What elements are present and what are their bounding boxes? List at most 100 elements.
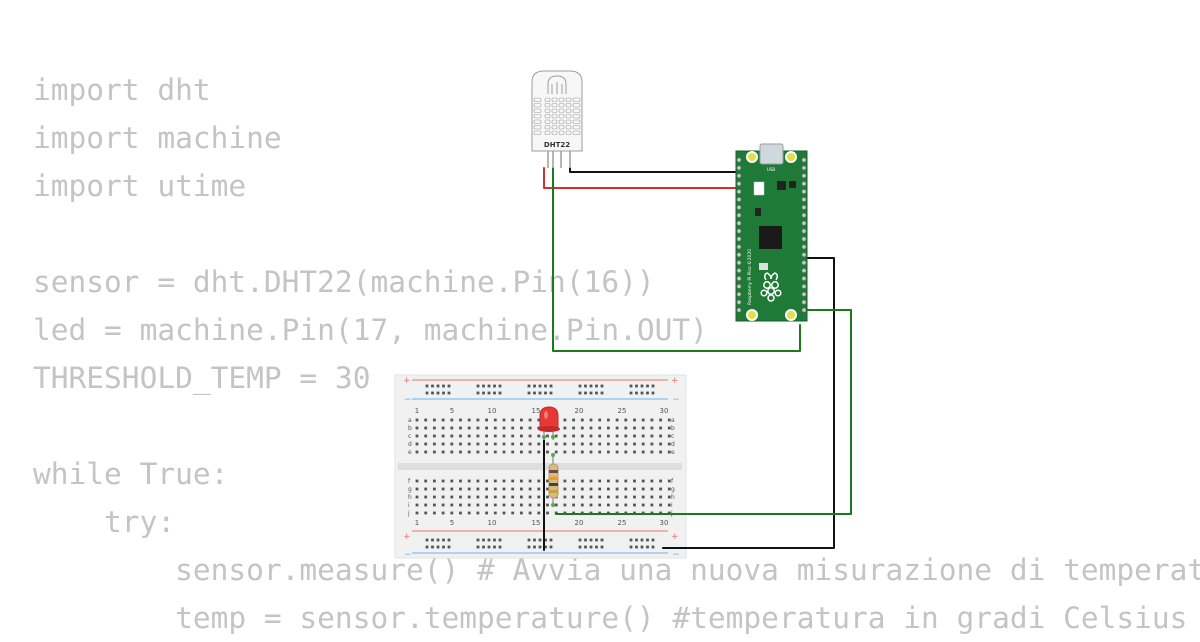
breadboard-hole[interactable]	[467, 479, 471, 483]
breadboard-hole[interactable]	[589, 391, 593, 395]
pico-pin[interactable]	[736, 220, 742, 226]
breadboard-hole[interactable]	[633, 487, 636, 491]
breadboard-hole[interactable]	[485, 426, 488, 430]
breadboard-hole[interactable]	[482, 391, 485, 395]
breadboard-hole[interactable]	[538, 545, 542, 549]
breadboard-hole[interactable]	[493, 450, 497, 454]
breadboard-hole[interactable]	[546, 442, 549, 446]
breadboard-hole[interactable]	[544, 545, 547, 549]
breadboard-hole[interactable]	[607, 495, 610, 499]
breadboard-hole[interactable]	[563, 426, 567, 430]
breadboard-hole[interactable]	[641, 503, 645, 507]
breadboard-hole[interactable]	[520, 511, 523, 515]
breadboard-hole[interactable]	[546, 434, 549, 438]
breadboard-hole[interactable]	[584, 545, 587, 549]
breadboard-hole[interactable]	[442, 384, 445, 388]
pico-pin[interactable]	[736, 197, 742, 202]
wire-gnd-breadboard-black[interactable]	[662, 257, 835, 549]
breadboard-hole[interactable]	[589, 450, 593, 454]
breadboard-hole[interactable]	[537, 487, 541, 491]
breadboard-hole[interactable]	[415, 503, 419, 507]
breadboard-hole[interactable]	[563, 495, 567, 499]
breadboard-hole[interactable]	[580, 418, 584, 422]
breadboard-hole[interactable]	[520, 450, 523, 454]
breadboard-hole[interactable]	[431, 391, 434, 395]
breadboard-hole[interactable]	[485, 503, 488, 507]
breadboard-hole[interactable]	[607, 450, 610, 454]
breadboard-hole[interactable]	[528, 479, 532, 483]
breadboard-hole[interactable]	[415, 479, 419, 483]
breadboard-hole[interactable]	[476, 495, 480, 499]
pico-pin[interactable]	[736, 189, 742, 194]
breadboard-hole[interactable]	[641, 479, 645, 483]
breadboard-hole[interactable]	[580, 503, 584, 507]
breadboard-hole[interactable]	[615, 479, 619, 483]
breadboard-hole[interactable]	[511, 426, 515, 430]
breadboard-hole[interactable]	[650, 450, 654, 454]
breadboard-hole[interactable]	[431, 384, 434, 388]
breadboard-hole[interactable]	[615, 495, 619, 499]
breadboard-hole[interactable]	[528, 487, 532, 491]
pico-pin[interactable]	[801, 205, 807, 210]
breadboard-hole[interactable]	[598, 434, 602, 438]
breadboard-hole[interactable]	[635, 384, 638, 388]
breadboard-hole[interactable]	[511, 434, 515, 438]
breadboard-hole[interactable]	[482, 545, 485, 549]
breadboard-hole[interactable]	[493, 418, 497, 422]
breadboard-hole[interactable]	[498, 384, 502, 388]
breadboard-hole[interactable]	[549, 384, 553, 388]
breadboard-hole[interactable]	[450, 479, 454, 483]
breadboard-hole[interactable]	[498, 391, 502, 395]
pico-pin[interactable]	[801, 220, 807, 226]
breadboard-hole[interactable]	[441, 479, 445, 483]
breadboard-hole[interactable]	[485, 418, 488, 422]
breadboard-hole[interactable]	[424, 487, 428, 491]
breadboard-hole[interactable]	[431, 538, 434, 542]
pico-pin[interactable]	[801, 189, 807, 194]
pico-pin[interactable]	[801, 299, 807, 305]
breadboard-hole[interactable]	[424, 418, 428, 422]
breadboard-hole[interactable]	[533, 538, 536, 542]
pico-pin[interactable]	[736, 236, 742, 242]
breadboard-hole[interactable]	[502, 418, 506, 422]
breadboard-hole[interactable]	[528, 426, 532, 430]
breadboard-hole[interactable]	[511, 503, 515, 507]
breadboard-hole[interactable]	[659, 487, 662, 491]
breadboard-hole[interactable]	[424, 503, 428, 507]
breadboard-hole[interactable]	[641, 487, 645, 491]
breadboard-hole[interactable]	[633, 418, 636, 422]
pico-pin[interactable]	[736, 260, 742, 266]
breadboard-hole[interactable]	[415, 418, 419, 422]
breadboard-hole[interactable]	[511, 442, 515, 446]
breadboard-hole[interactable]	[624, 442, 628, 446]
breadboard-hole[interactable]	[667, 434, 671, 438]
breadboard-hole[interactable]	[459, 511, 462, 515]
breadboard-hole[interactable]	[600, 538, 604, 542]
breadboard-hole[interactable]	[554, 450, 558, 454]
breadboard-hole[interactable]	[667, 487, 671, 491]
breadboard-hole[interactable]	[659, 503, 662, 507]
breadboard-hole[interactable]	[424, 426, 428, 430]
breadboard-hole[interactable]	[667, 426, 671, 430]
breadboard-hole[interactable]	[651, 384, 655, 388]
breadboard-hole[interactable]	[485, 487, 488, 491]
breadboard-hole[interactable]	[433, 450, 436, 454]
breadboard-hole[interactable]	[667, 418, 671, 422]
breadboard-hole[interactable]	[441, 503, 445, 507]
breadboard-hole[interactable]	[659, 479, 662, 483]
breadboard-hole[interactable]	[533, 391, 536, 395]
breadboard-hole[interactable]	[538, 538, 542, 542]
breadboard-hole[interactable]	[624, 434, 628, 438]
breadboard-hole[interactable]	[520, 442, 523, 446]
breadboard-hole[interactable]	[607, 442, 610, 446]
breadboard-hole[interactable]	[659, 442, 662, 446]
breadboard-hole[interactable]	[640, 391, 644, 395]
breadboard-hole[interactable]	[441, 487, 445, 491]
breadboard-hole[interactable]	[511, 450, 515, 454]
pico-pin[interactable]	[801, 268, 807, 273]
breadboard-hole[interactable]	[433, 442, 436, 446]
breadboard-hole[interactable]	[549, 538, 553, 542]
pico-pin[interactable]	[736, 291, 742, 297]
breadboard-hole[interactable]	[442, 391, 445, 395]
breadboard-hole[interactable]	[549, 391, 553, 395]
